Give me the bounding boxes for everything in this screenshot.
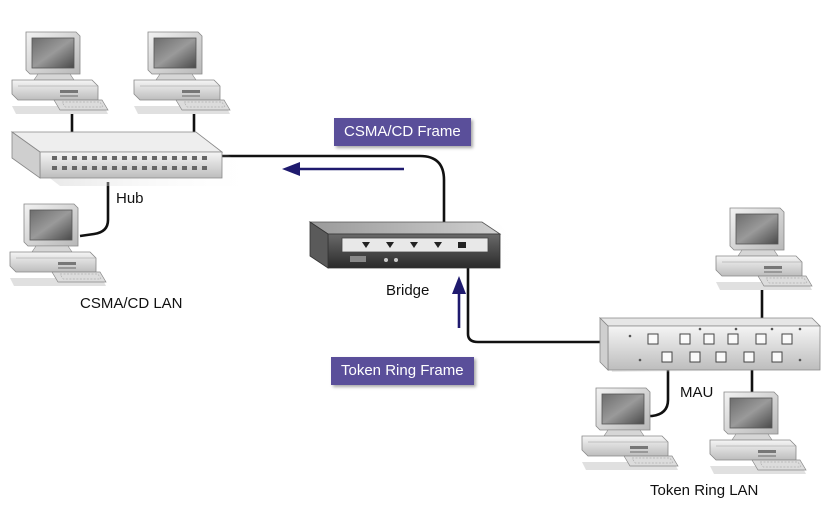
cable-hub-pc3	[79, 182, 110, 238]
token-ring-frame-label: Token Ring Frame	[331, 357, 474, 385]
bridge-label: Bridge	[386, 282, 430, 299]
csma-lan-label: CSMA/CD LAN	[80, 295, 183, 312]
computer-icon	[581, 387, 679, 471]
computer-icon	[133, 31, 231, 115]
cables	[70, 112, 764, 418]
mau-label: MAU	[680, 384, 714, 401]
hub-label: Hub	[116, 190, 144, 207]
computer-icon	[11, 31, 109, 115]
mau-device	[599, 317, 830, 372]
cable-mau-pc-left	[640, 362, 670, 418]
token-ring-lan-label: Token Ring LAN	[650, 482, 759, 499]
csma-frame-label: CSMA/CD Frame	[334, 118, 471, 146]
computer-icon	[709, 391, 807, 475]
computer-icon	[715, 207, 813, 291]
csma-frame-arrow	[282, 162, 404, 176]
hub-device	[10, 131, 262, 186]
cable-hub-bridge	[206, 154, 446, 244]
bridge-device	[308, 221, 530, 269]
cable-bridge-mau	[466, 244, 652, 344]
token-frame-arrow	[452, 276, 466, 328]
computer-icon	[9, 203, 107, 287]
